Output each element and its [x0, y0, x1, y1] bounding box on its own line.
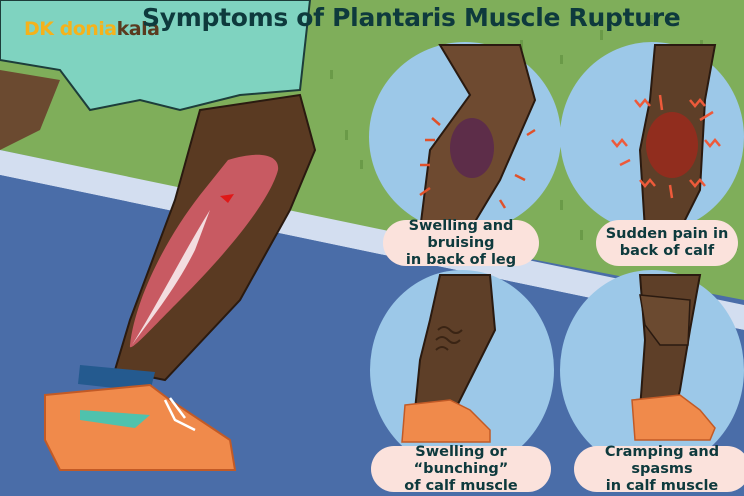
- swelling-marks: [419, 117, 536, 209]
- bruise: [450, 118, 494, 178]
- logo-part-1: DK donia: [24, 18, 117, 40]
- cramping-shoe: [631, 394, 716, 441]
- label-line-2: in calf muscle: [605, 477, 719, 494]
- shoe-stripe: [80, 410, 150, 428]
- logo-part-2: kala: [116, 18, 160, 40]
- bunching-marks: [435, 326, 463, 351]
- running-shoe: [44, 383, 237, 471]
- bunching-shoe: [401, 399, 491, 443]
- hand: [639, 294, 691, 346]
- pain-area: [646, 112, 698, 178]
- label-line-1: Swelling and bruising: [408, 217, 514, 251]
- main-leg: [0, 70, 60, 150]
- label-line-2: of calf muscle: [404, 477, 518, 494]
- label-line-1: Swelling or “bunching”: [413, 443, 509, 477]
- label-line-1: Sudden pain in: [605, 226, 729, 242]
- exposed-muscle: [129, 154, 279, 348]
- shoe-laces: [163, 397, 196, 432]
- shorts: [0, 0, 312, 112]
- label-bunching: Swelling or “bunching”of calf muscle: [371, 443, 551, 494]
- label-line-2: back of calf: [619, 243, 715, 259]
- sock: [78, 365, 155, 392]
- page-title: Symptoms of Plantaris Muscle Rupture: [142, 3, 681, 32]
- plantaris-tendon: [132, 210, 210, 345]
- pain-marks: [611, 94, 721, 199]
- rupture-mark: [220, 194, 234, 203]
- label-line-2: in back of leg: [405, 251, 517, 268]
- logo: DK doniakala: [24, 18, 160, 40]
- label-line-1: Cramping and spasms: [604, 443, 720, 477]
